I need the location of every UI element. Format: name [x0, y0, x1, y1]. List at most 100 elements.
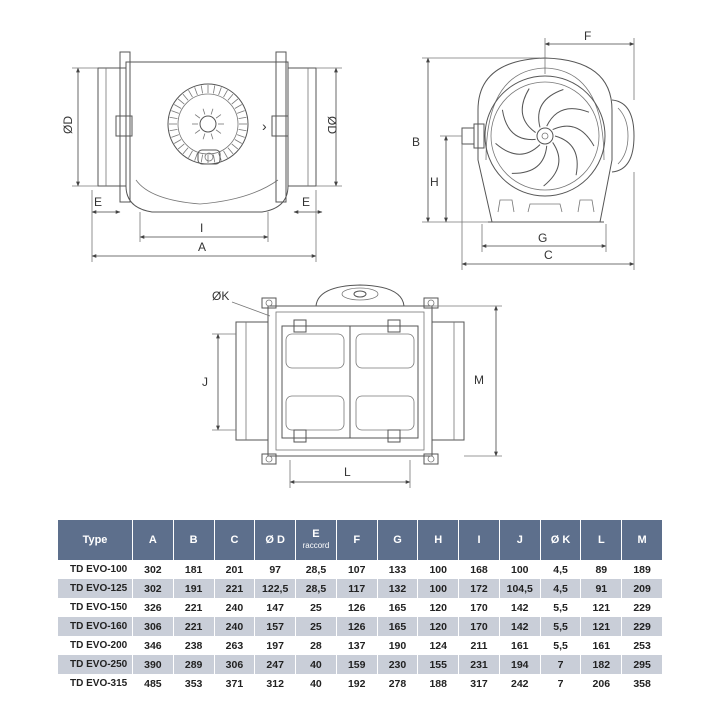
table-cell: 295 — [621, 655, 663, 674]
col-header-e-sub: raccord — [302, 541, 330, 550]
table-cell: 104,5 — [499, 579, 541, 598]
table-cell: 126 — [336, 598, 378, 617]
table-cell: 221 — [214, 579, 256, 598]
dim-label-e-right: E — [302, 195, 310, 209]
dim-label-c: C — [544, 248, 553, 262]
table-cell: 170 — [458, 598, 500, 617]
table-cell: 4,5 — [540, 560, 582, 579]
top-view — [235, 284, 465, 465]
table-cell: 229 — [621, 617, 663, 636]
dim-label-m: M — [474, 373, 484, 387]
table-cell: 242 — [499, 674, 541, 693]
table-cell: 190 — [377, 636, 419, 655]
top-view-dimensions: ØK J M L — [202, 289, 502, 488]
table-cell: 371 — [214, 674, 256, 693]
table-cell: 240 — [214, 598, 256, 617]
dim-label-ok: ØK — [212, 289, 229, 303]
col-header: J — [499, 520, 541, 560]
table-cell: 120 — [417, 617, 460, 636]
front-view: › — [97, 51, 317, 213]
table-cell: 209 — [621, 579, 663, 598]
table-cell: 7 — [540, 674, 582, 693]
table-cell: 170 — [458, 617, 500, 636]
table-cell: 165 — [377, 617, 419, 636]
table-cell: 189 — [621, 560, 663, 579]
table-cell: 124 — [417, 636, 460, 655]
table-cell: 485 — [132, 674, 174, 693]
table-cell: 229 — [621, 598, 663, 617]
col-header: Type — [58, 520, 133, 560]
table-cell: 91 — [580, 579, 623, 598]
table-cell: 182 — [580, 655, 623, 674]
table-cell: 181 — [173, 560, 215, 579]
col-header-e-label: E — [312, 528, 320, 540]
table-cell: 97 — [254, 560, 297, 579]
dim-label-b: B — [412, 135, 420, 149]
table-cell: 28 — [295, 636, 337, 655]
table-cell: 302 — [132, 560, 174, 579]
row-type-cell: TD EVO-160 — [58, 617, 133, 636]
col-header: Ø D — [254, 520, 297, 560]
table-cell: 117 — [336, 579, 378, 598]
dim-label-e-left: E — [94, 195, 102, 209]
table-cell: 4,5 — [540, 579, 582, 598]
table-cell: 5,5 — [540, 636, 582, 655]
table-cell: 289 — [173, 655, 215, 674]
row-type-cell: TD EVO-200 — [58, 636, 133, 655]
table-cell: 230 — [377, 655, 419, 674]
table-cell: 312 — [254, 674, 297, 693]
table-cell: 172 — [458, 579, 500, 598]
table-cell: 165 — [377, 598, 419, 617]
table-cell: 120 — [417, 598, 460, 617]
table-cell: 121 — [580, 617, 623, 636]
col-header: A — [132, 520, 174, 560]
col-header: C — [214, 520, 256, 560]
table-cell: 278 — [377, 674, 419, 693]
svg-text:›: › — [262, 118, 267, 134]
row-type-cell: TD EVO-125 — [58, 579, 133, 598]
dim-label-i: I — [200, 221, 203, 235]
table-cell: 253 — [621, 636, 663, 655]
dim-label-j: J — [202, 375, 208, 389]
table-cell: 221 — [173, 598, 215, 617]
table-cell: 206 — [580, 674, 623, 693]
col-header: G — [377, 520, 419, 560]
side-view — [461, 57, 635, 223]
table-cell: 121 — [580, 598, 623, 617]
table-cell: 317 — [458, 674, 500, 693]
col-header: M — [621, 520, 663, 560]
col-header: I — [458, 520, 500, 560]
row-type-cell: TD EVO-315 — [58, 674, 133, 693]
row-type-cell: TD EVO-150 — [58, 598, 133, 617]
table-cell: 197 — [254, 636, 297, 655]
table-cell: 211 — [458, 636, 500, 655]
dim-label-a: A — [198, 240, 206, 254]
table-cell: 306 — [132, 617, 174, 636]
dim-label-l: L — [344, 465, 351, 479]
table-cell: 40 — [295, 655, 337, 674]
table-cell: 306 — [214, 655, 256, 674]
table-cell: 238 — [173, 636, 215, 655]
technical-drawing: › ØD ØD E E I A — [61, 29, 635, 488]
table-cell: 188 — [417, 674, 460, 693]
table-cell: 240 — [214, 617, 256, 636]
table-cell: 358 — [621, 674, 663, 693]
table-cell: 346 — [132, 636, 174, 655]
table-cell: 147 — [254, 598, 297, 617]
table-cell: 390 — [132, 655, 174, 674]
table-cell: 142 — [499, 598, 541, 617]
col-header: B — [173, 520, 215, 560]
table-cell: 157 — [254, 617, 297, 636]
dim-label-od-right: ØD — [325, 116, 339, 134]
table-cell: 191 — [173, 579, 215, 598]
table-cell: 201 — [214, 560, 256, 579]
table-cell: 161 — [499, 636, 541, 655]
table-cell: 247 — [254, 655, 297, 674]
